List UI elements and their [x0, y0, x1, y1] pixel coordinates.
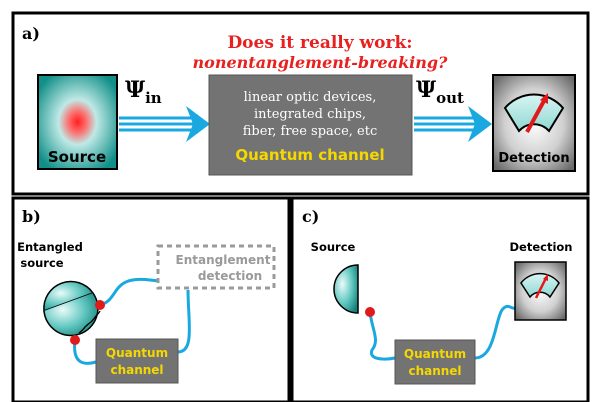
gauge-icon: [520, 272, 560, 299]
entangled-source-line-2: source: [20, 256, 63, 270]
channel-b-line-1: Quantum: [106, 346, 168, 360]
channel-line-2: integrated chips,: [254, 107, 366, 122]
entangled-source-dome: [43, 280, 95, 313]
panel-b: b) Entangled source Entanglement detecti…: [11, 196, 291, 402]
fiber-source-to-channel: [368, 311, 396, 361]
photon-dot: [95, 300, 105, 310]
channel-line-3: fiber, free space, etc: [243, 124, 377, 139]
photon-dot: [70, 335, 80, 345]
panel-a: a) Does it really work: nonentanglement-…: [11, 11, 590, 196]
photon-dot: [365, 307, 375, 317]
entangled-source-line-1: Entangled: [17, 240, 83, 254]
panel-c-label: c): [302, 207, 319, 226]
panel-b-label: b): [22, 207, 41, 226]
entanglement-squiggle: [78, 310, 101, 334]
entanglement-detection-line-1: Entanglement: [176, 253, 271, 267]
psi-in: Ψin: [125, 77, 162, 107]
input-arrow: [119, 106, 210, 142]
channel-title: Quantum channel: [235, 146, 384, 164]
fiber-channel-to-detection: [177, 289, 191, 354]
entanglement-detection-box: [156, 244, 276, 290]
channel-c-line-2: channel: [408, 364, 461, 378]
quantum-channel-box: [208, 74, 413, 176]
panel-c: c) Source Detection Quantum channel: [290, 196, 590, 402]
question-line-1: Does it really work:: [227, 33, 412, 53]
fiber-channel-to-detection-c: [474, 304, 516, 360]
source-dome: [333, 264, 359, 314]
psi-out: Ψout: [416, 77, 464, 107]
panel-a-label: a): [22, 24, 40, 43]
channel-c-line-1: Quantum: [404, 347, 466, 361]
source-box: [37, 74, 118, 170]
gauge-icon: [503, 93, 565, 133]
quantum-channel-box-c: [394, 339, 476, 385]
channel-b-line-2: channel: [110, 363, 163, 377]
detection-label: Detection: [498, 151, 569, 166]
question-line-2: nonentanglement-breaking?: [193, 53, 449, 72]
detection-label-c: Detection: [510, 240, 573, 254]
source-label-c: Source: [311, 240, 356, 254]
quantum-channel-box-b: [95, 338, 179, 384]
entanglement-detection-line-2: detection: [198, 269, 262, 283]
channel-line-1: linear optic devices,: [244, 90, 377, 105]
source-label: Source: [48, 148, 106, 166]
output-arrow: [414, 106, 492, 142]
fiber-to-channel: [73, 339, 97, 365]
